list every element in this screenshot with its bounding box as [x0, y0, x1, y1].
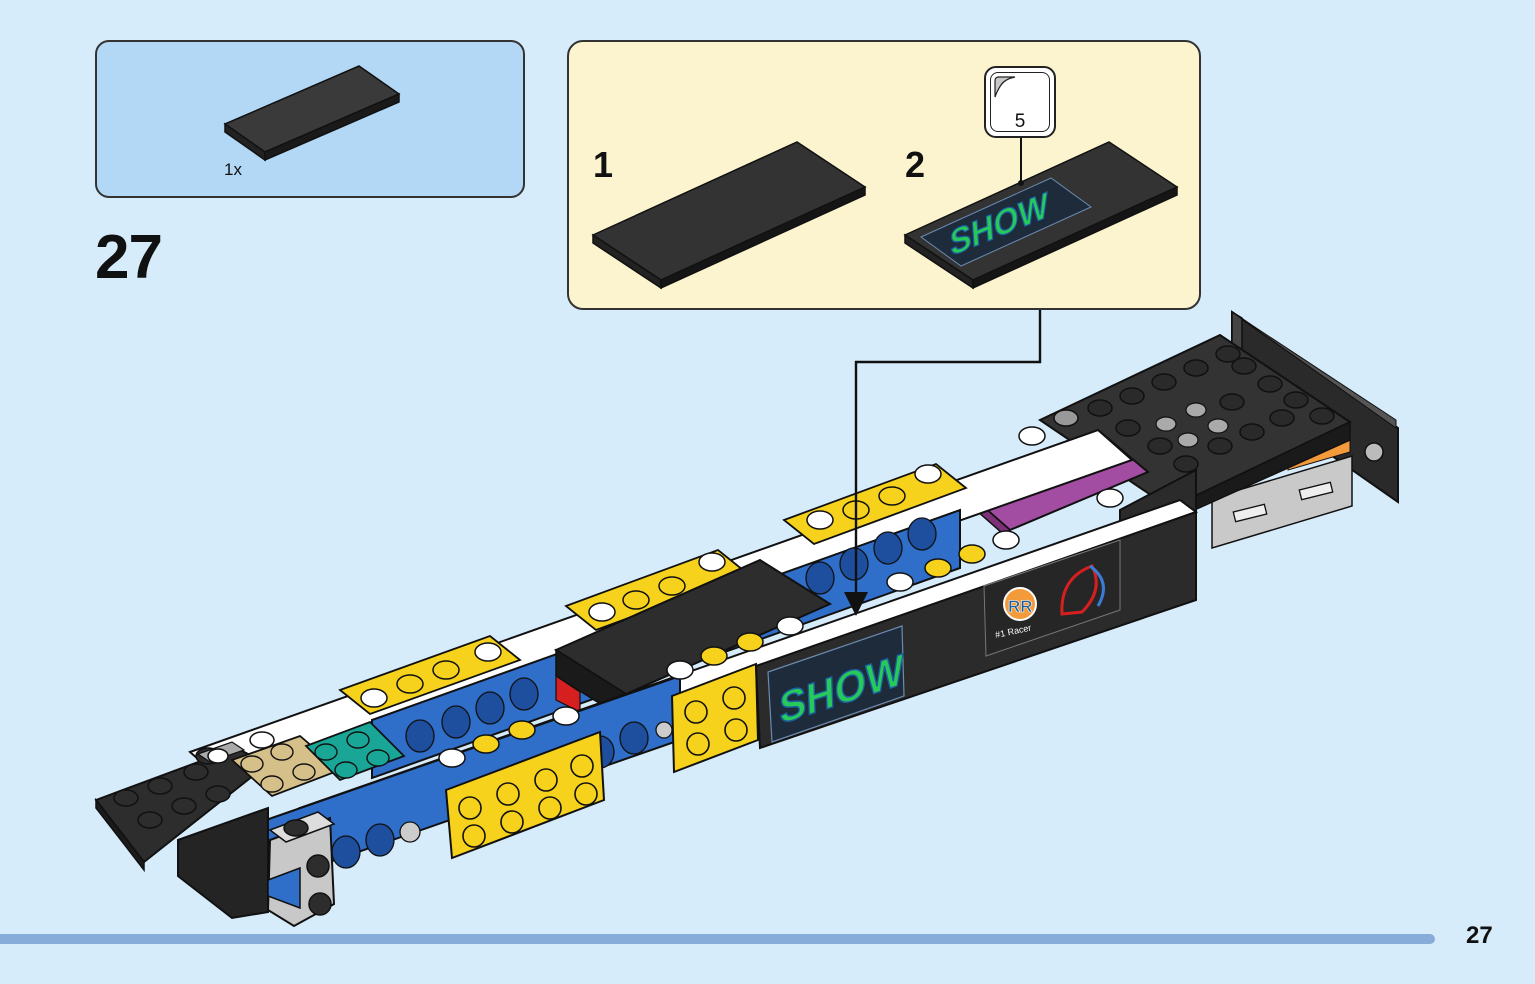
substep-1-label: 1: [593, 144, 614, 185]
substep-1-tile: [591, 141, 867, 290]
substep-callout-box: 1 2 SHOW: [567, 40, 1201, 310]
sticker-sheet-icon: 5: [990, 72, 1050, 132]
substep-2-tile-with-sticker: SHOW: [903, 141, 1179, 290]
peel-corner-icon: [994, 76, 1016, 98]
parts-quantity: 1x: [224, 160, 242, 179]
step-number: 27: [95, 223, 163, 292]
rear-plate-studs: [1087, 345, 1335, 473]
placement-arrow: [854, 310, 1042, 598]
rr-logo-icon: [1003, 587, 1037, 621]
sticker-number: 5: [1014, 111, 1026, 132]
sticker-callout: 5: [984, 66, 1056, 138]
arrow-head-icon: [844, 592, 868, 616]
rr-logo-text: RR: [1008, 597, 1033, 616]
substep-2-label: 2: [905, 144, 926, 185]
footer-bar: [0, 934, 1435, 944]
parts-list-box: 1x: [95, 40, 525, 198]
tile-1x6-icon: [223, 65, 401, 162]
page-number: 27: [1466, 922, 1493, 949]
